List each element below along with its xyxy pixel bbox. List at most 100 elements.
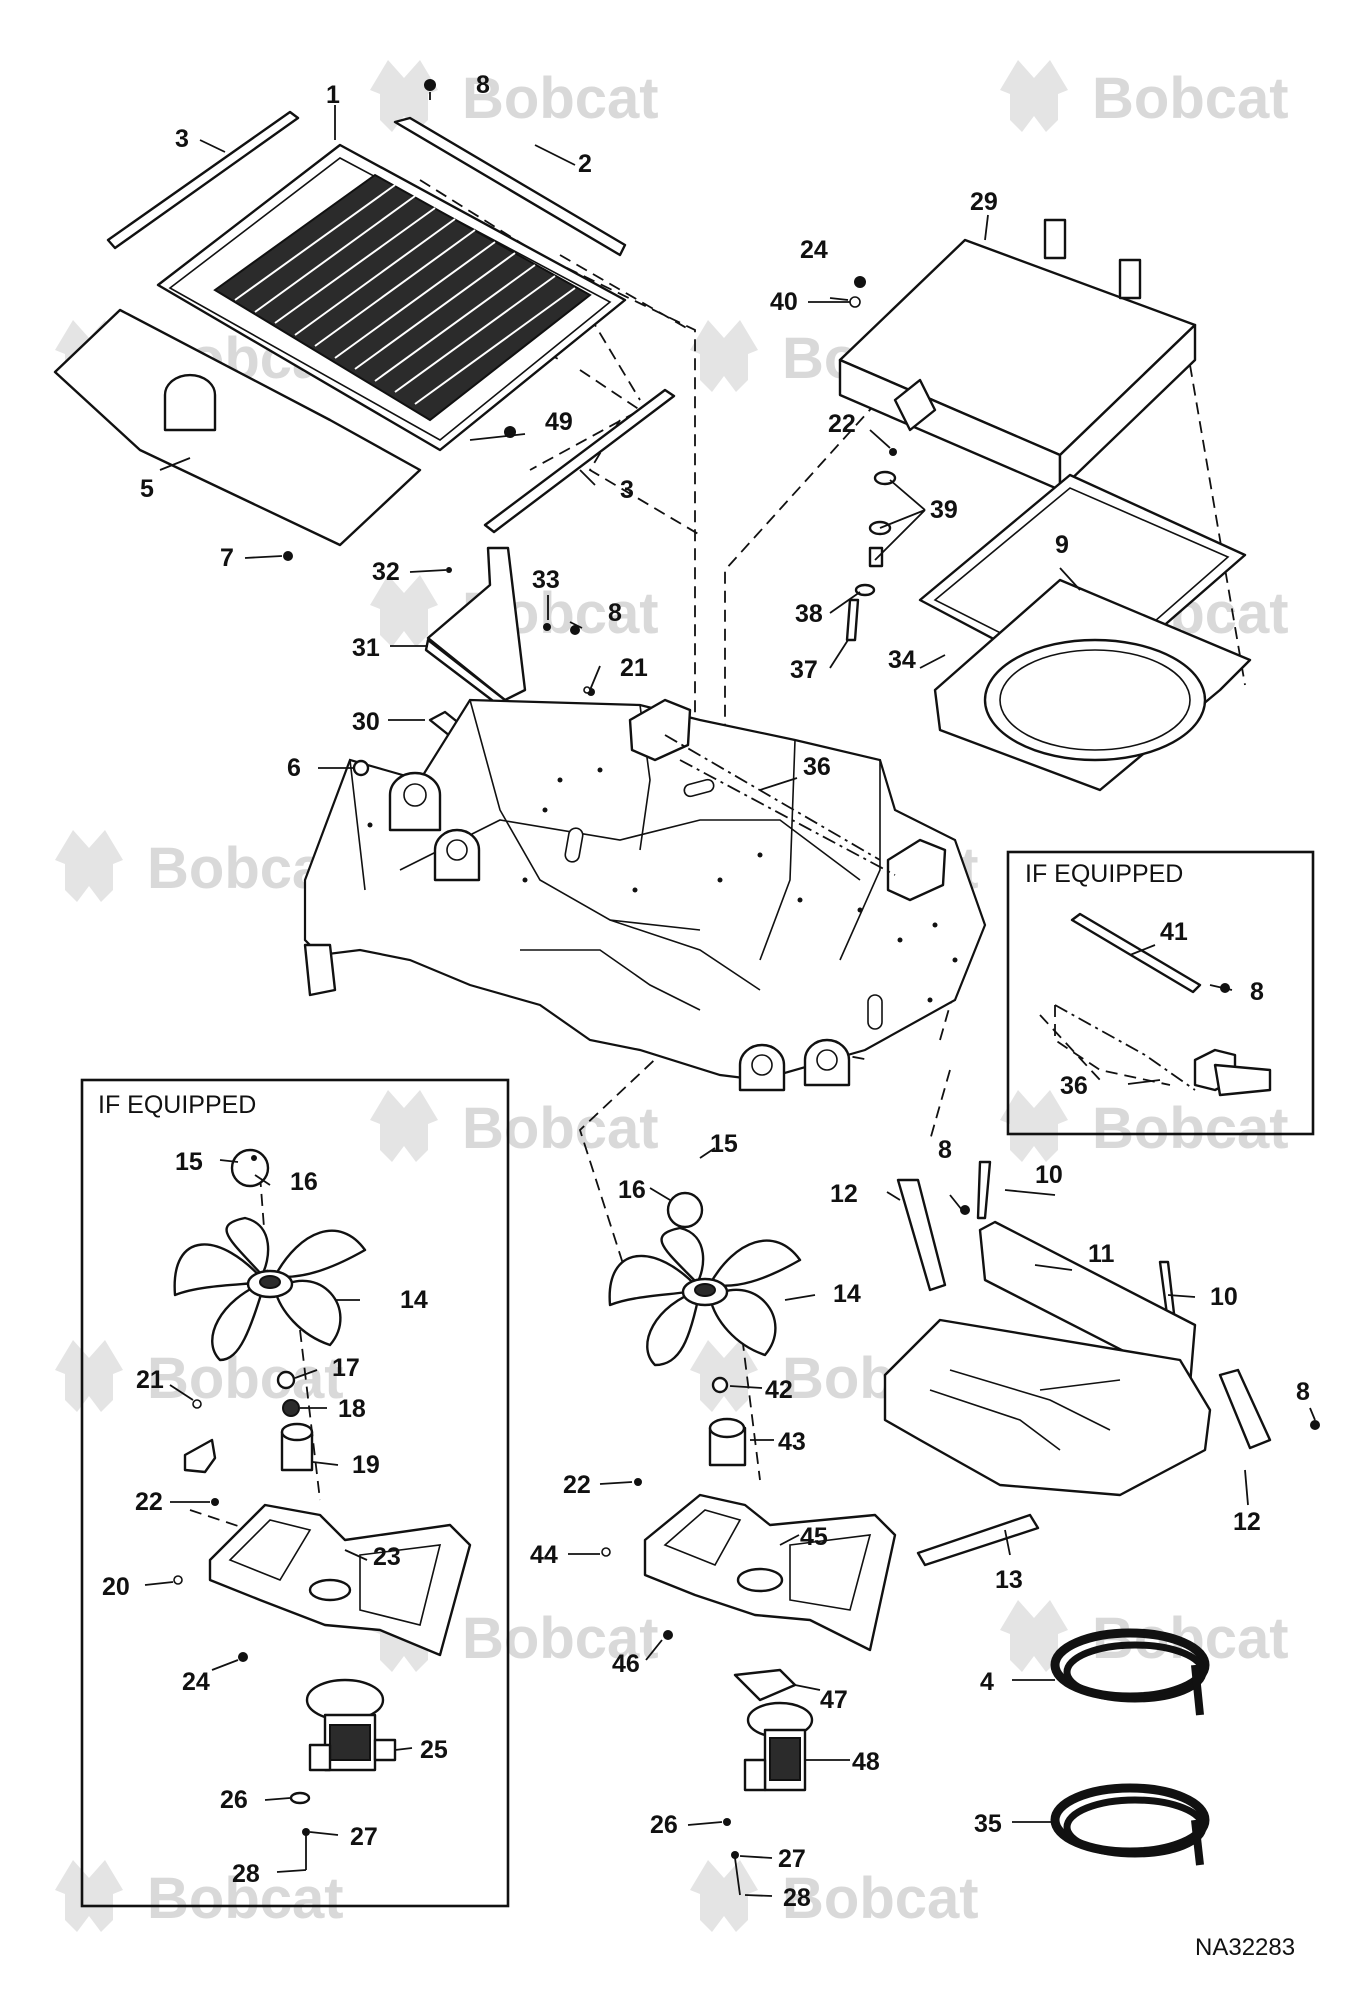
callout-24: 24 — [182, 1668, 210, 1696]
callout-20: 20 — [102, 1573, 130, 1601]
nut-icon — [854, 276, 866, 288]
watermark-text: Bobcat — [462, 1096, 659, 1161]
callout-3: 3 — [620, 476, 634, 504]
callout-39: 39 — [930, 496, 958, 524]
callout-28: 28 — [232, 1860, 260, 1888]
watermark-text: Bobcat — [147, 1346, 344, 1411]
washer-icon — [889, 448, 897, 456]
figure-number: NA32283 — [1195, 1934, 1295, 1961]
callout-8: 8 — [938, 1136, 952, 1164]
callout-1: 1 — [326, 81, 340, 109]
watermark: Bobcat — [370, 1600, 659, 1672]
fitting-icon — [731, 1851, 739, 1859]
leader-lines — [144, 92, 1316, 1897]
baffle-assembly — [883, 1160, 1320, 1567]
callout-31: 31 — [352, 634, 380, 662]
cooler-core-part — [838, 238, 1197, 457]
callout-4: 4 — [980, 1668, 994, 1696]
callout-22: 22 — [563, 1471, 591, 1499]
callout-18: 18 — [338, 1395, 366, 1423]
callout-5: 5 — [140, 475, 154, 503]
callout-12: 12 — [830, 1180, 858, 1208]
hydraulic-motor-part — [305, 1678, 397, 1772]
callout-47: 47 — [820, 1686, 848, 1714]
watermark: Bobcat — [1000, 1090, 1289, 1162]
callout-26: 26 — [220, 1786, 248, 1814]
callout-3: 3 — [175, 125, 189, 153]
baffle-wall-part — [978, 1220, 1197, 1387]
hydraulic-motor-part — [743, 1701, 814, 1792]
fan-part — [608, 1226, 802, 1367]
callout-19: 19 — [352, 1451, 380, 1479]
seal-strip-part — [483, 388, 676, 534]
fitting-icon — [302, 1828, 310, 1836]
washer-icon — [282, 1399, 300, 1417]
callout-8: 8 — [608, 599, 622, 627]
side-plate-part — [1218, 1368, 1272, 1450]
watermark: Bobcat — [690, 1860, 979, 1932]
grille-slats — [213, 173, 592, 422]
callout-13: 13 — [995, 1566, 1023, 1594]
callout-22: 22 — [135, 1488, 163, 1516]
inset-optional-fan: IF EQUIPPED — [80, 1078, 510, 1908]
callout-40: 40 — [770, 288, 798, 316]
trim-strip-part — [916, 1513, 1040, 1567]
watermark-text: Bobcat — [462, 1606, 659, 1671]
callout-2: 2 — [578, 150, 592, 178]
watermark: Bobcat — [55, 830, 344, 902]
callout-14: 14 — [400, 1286, 428, 1314]
callout-16: 16 — [618, 1176, 646, 1204]
nut-icon — [711, 1376, 729, 1394]
inset-frame — [1006, 850, 1315, 1136]
watermark-text: Bobcat — [782, 1866, 979, 1931]
spacer-plate-part — [733, 1668, 797, 1702]
panel-notch-part — [163, 373, 217, 432]
callout-15: 15 — [710, 1130, 738, 1158]
nut-icon — [276, 1370, 296, 1390]
callout-32: 32 — [372, 558, 400, 586]
callout-30: 30 — [352, 708, 380, 736]
clip-part — [183, 1438, 217, 1474]
callout-27: 27 — [350, 1823, 378, 1851]
callout-14: 14 — [833, 1280, 861, 1308]
callout-labels: 1 2 3 3 4 5 6 7 8 8 8 8 8 9 10 10 11 12 … — [102, 71, 1310, 1912]
callout-8: 8 — [476, 71, 490, 99]
callout-42: 42 — [765, 1376, 793, 1404]
inset-title: IF EQUIPPED — [98, 1091, 256, 1119]
callout-41: 41 — [1160, 918, 1188, 946]
washer-icon — [854, 583, 876, 597]
bolt-icon — [845, 598, 860, 642]
support-bar-part — [393, 116, 627, 257]
inset-title: IF EQUIPPED — [1025, 860, 1183, 888]
watermark: Bobcat — [55, 1340, 344, 1412]
side-plate-part — [896, 1178, 947, 1292]
callout-36: 36 — [1060, 1072, 1088, 1100]
callout-35: 35 — [974, 1810, 1002, 1838]
callout-21: 21 — [620, 654, 648, 682]
callout-11: 11 — [1088, 1240, 1115, 1268]
callout-15: 15 — [175, 1148, 203, 1176]
callout-10: 10 — [1210, 1283, 1238, 1311]
callout-29: 29 — [970, 188, 998, 216]
bolt-icon — [424, 79, 436, 91]
watermark-text: Bobcat — [147, 1866, 344, 1931]
callout-16: 16 — [290, 1168, 318, 1196]
callout-27: 27 — [778, 1845, 806, 1873]
cover-panel-part — [53, 308, 422, 547]
frame-holes — [367, 767, 958, 1003]
callout-38: 38 — [795, 600, 823, 628]
watermark: Bobcat — [370, 1090, 659, 1162]
strap-part — [976, 1160, 992, 1220]
watermark-text: Bobcat — [1092, 66, 1289, 131]
callout-34: 34 — [888, 646, 916, 674]
callout-10: 10 — [1035, 1161, 1063, 1189]
screw-icon — [583, 686, 591, 694]
bolt-icon — [352, 759, 370, 777]
callout-8: 8 — [1250, 978, 1264, 1006]
callout-22: 22 — [828, 410, 856, 438]
callout-17: 17 — [332, 1354, 360, 1382]
hub-plate-icon — [666, 1191, 704, 1229]
watermark: Bobcat — [370, 60, 659, 132]
callout-23: 23 — [373, 1543, 401, 1571]
